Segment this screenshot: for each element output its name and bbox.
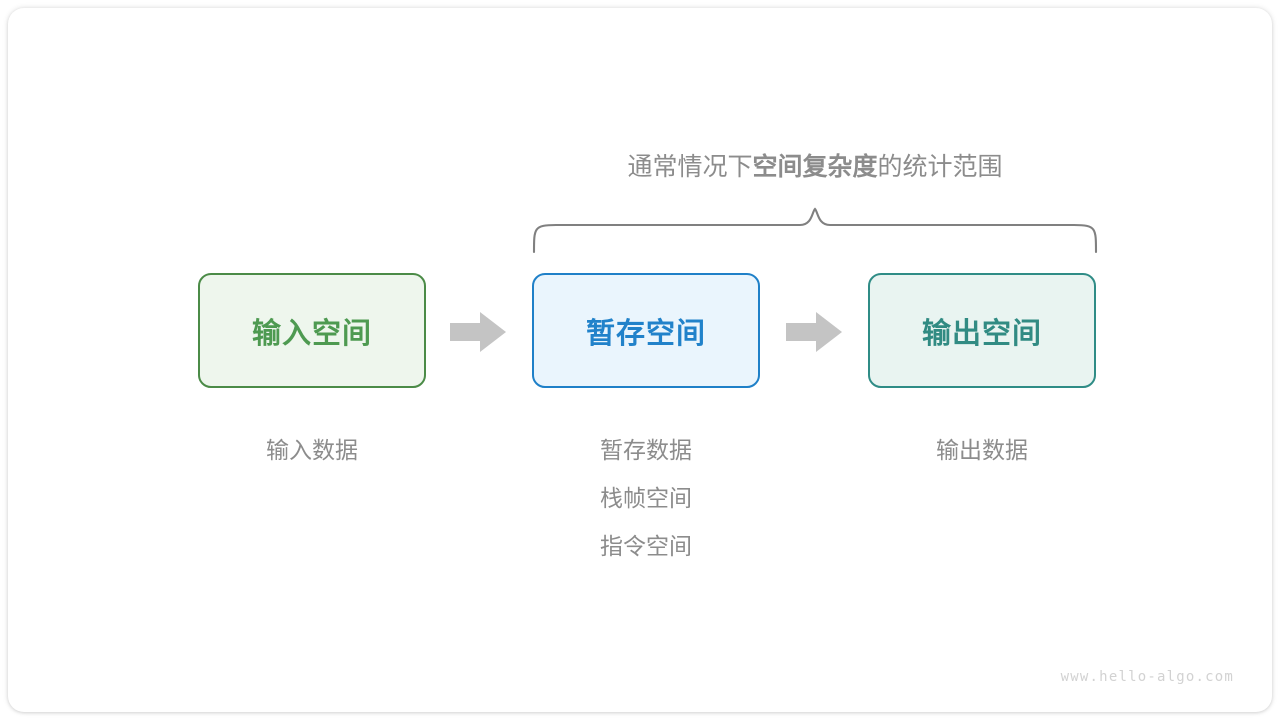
sublabels-temp-space: 暂存数据 栈帧空间 指令空间 <box>532 426 760 570</box>
sublabel-stack-frame-space: 栈帧空间 <box>600 485 692 511</box>
sublabel-instruction-space: 指令空间 <box>600 533 692 559</box>
sublabel-output-data: 输出数据 <box>936 437 1028 463</box>
watermark: www.hello-algo.com <box>1060 669 1234 685</box>
box-output-space-label: 输出空间 <box>921 317 1042 350</box>
sublabel-input-data: 输入数据 <box>266 437 358 463</box>
brace-caption-prefix: 通常情况下 <box>627 153 753 181</box>
box-output-space[interactable]: 输出空间 <box>868 273 1096 388</box>
slide-frame: 通常情况下空间复杂度的统计范围 输入空间 暂存空间 输出空间 输入数据 暂存数据 <box>8 8 1272 712</box>
curly-brace-icon <box>532 207 1098 254</box>
right-arrow-icon-temp-to-output <box>786 312 842 352</box>
box-input-space[interactable]: 输入空间 <box>198 273 426 388</box>
brace-caption-suffix: 的统计范围 <box>877 153 1003 181</box>
sublabels-output-space: 输出数据 <box>868 426 1096 474</box>
right-arrow-icon-input-to-temp <box>450 312 506 352</box>
box-input-space-label: 输入空间 <box>251 317 372 350</box>
sublabels-input-space: 输入数据 <box>198 426 426 474</box>
brace-caption: 通常情况下空间复杂度的统计范围 <box>532 150 1098 184</box>
box-temp-space[interactable]: 暂存空间 <box>532 273 760 388</box>
box-temp-space-label: 暂存空间 <box>585 317 706 350</box>
brace-caption-emphasis: 空间复杂度 <box>752 153 878 181</box>
sublabel-temp-data: 暂存数据 <box>600 437 692 463</box>
